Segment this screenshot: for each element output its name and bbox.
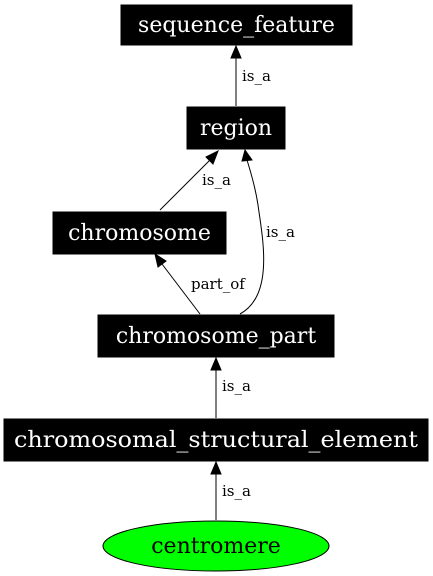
node-box [3, 418, 429, 462]
node-centromere[interactable]: centromere [102, 520, 330, 572]
node-sequence-feature[interactable]: sequence_feature [120, 4, 353, 46]
edge-label: is_a [222, 377, 251, 395]
arrowhead [210, 460, 222, 475]
node-label: chromosomal_structural_element [14, 428, 418, 453]
edge-structural-element-chromosome-part: is_a [210, 356, 251, 418]
node-label: chromosome [68, 221, 211, 246]
node-box [120, 4, 353, 46]
node-box [52, 211, 227, 255]
edge-region-sequence-feature: is_a [230, 44, 271, 106]
node-label: sequence_feature [138, 13, 335, 38]
node-chromosome-part[interactable]: chromosome_part [97, 314, 335, 358]
node-box [186, 106, 286, 150]
edge-label: is_a [242, 67, 271, 85]
edge-chromosome-part-chromosome: part_of [154, 252, 246, 315]
edge-line [239, 159, 265, 315]
arrowhead [230, 44, 242, 59]
edge-line [161, 263, 201, 315]
edge-label: is_a [222, 482, 251, 500]
edge-chromosome-region: is_a [159, 149, 231, 211]
arrowhead [154, 252, 167, 268]
node-label: centromere [151, 534, 281, 559]
node-label: region [200, 116, 272, 141]
node-chromosomal-structural-element[interactable]: chromosomal_structural_element [3, 418, 429, 462]
node-box [97, 314, 335, 358]
arrowhead [210, 356, 222, 371]
edge-line [159, 159, 211, 211]
edges: is_a is_a is_a part_of is_a [154, 44, 295, 520]
node-label: chromosome_part [116, 324, 316, 349]
edge-chromosome-part-region: is_a [239, 148, 295, 315]
node-ellipse [102, 520, 330, 572]
arrowhead [205, 149, 219, 165]
arrowhead [241, 148, 253, 162]
nodes: sequence_feature region chromosome chrom… [3, 4, 429, 572]
edge-label: part_of [191, 275, 246, 293]
edge-label: is_a [266, 223, 295, 241]
edge-label: is_a [202, 171, 231, 189]
node-region[interactable]: region [186, 106, 286, 150]
node-chromosome[interactable]: chromosome [52, 211, 227, 255]
edge-centromere-structural-element: is_a [210, 460, 251, 520]
